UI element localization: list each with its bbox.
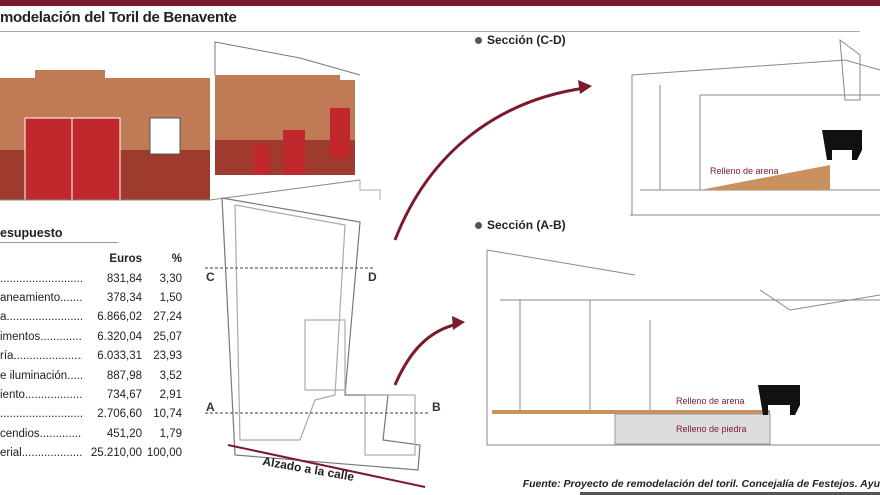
floor-plan: [205, 197, 430, 488]
row-concept: ........................................…: [0, 272, 82, 285]
budget-row: erial...................................…: [0, 444, 182, 463]
budget-title: esupuesto: [0, 226, 118, 243]
row-pct: 2,91: [159, 389, 182, 402]
budget-row: ría.....................................…: [0, 347, 182, 366]
row-pct: 3,52: [159, 369, 182, 382]
row-euros: 378,34: [106, 292, 142, 305]
row-concept: ........................................…: [0, 408, 82, 421]
row-concept: a.......................................…: [0, 311, 82, 324]
row-euros: 887,98: [106, 369, 142, 382]
bullet-icon: [475, 222, 482, 229]
budget-row: iento...................................…: [0, 385, 182, 404]
row-concept: imentos.................................…: [0, 330, 82, 343]
section-cd-label: Sección (C-D): [475, 33, 566, 47]
row-concept: e iluminación...........................…: [0, 369, 82, 382]
budget-header: Euros %: [0, 253, 182, 269]
row-euros: 2.706,60: [97, 408, 142, 421]
section-cd: [630, 38, 880, 216]
top-bar: [0, 0, 880, 6]
row-pct: 1,79: [159, 427, 182, 440]
row-euros: 25.210,00: [90, 447, 142, 460]
budget-row: aneamiento..............................…: [0, 288, 182, 307]
row-concept: aneamiento..............................…: [0, 292, 82, 305]
row-euros: 6.033,31: [97, 350, 142, 363]
section-ab: [486, 249, 880, 446]
row-euros: 6.320,04: [97, 330, 142, 343]
budget-row: imentos.................................…: [0, 327, 182, 346]
budget-row: e iluminación...........................…: [0, 366, 182, 385]
ab-sand-fill-label: Relleno de arena: [676, 396, 745, 406]
row-pct: 10,74: [153, 408, 182, 421]
row-euros: 734,67: [106, 389, 142, 402]
row-concept: cendios.................................…: [0, 427, 82, 440]
plan-label-b: B: [432, 400, 441, 414]
plan-label-d: D: [368, 270, 377, 284]
budget-row: cendios.................................…: [0, 424, 182, 443]
facade-elevation: [0, 41, 381, 201]
row-pct: 27,24: [153, 311, 182, 324]
section-cd-text: Sección (C-D): [487, 33, 566, 47]
bottom-rule: [580, 492, 880, 495]
budget-row: ........................................…: [0, 405, 182, 424]
budget-row: ........................................…: [0, 269, 182, 288]
budget-table: esupuesto Euros % ......................…: [0, 226, 182, 463]
row-euros: 451,20: [106, 427, 142, 440]
row-pct: 1,50: [159, 292, 182, 305]
plan-label-c: C: [206, 270, 215, 284]
row-pct: 100,00: [146, 447, 182, 460]
budget-row: a.......................................…: [0, 308, 182, 327]
row-euros: 6.866,02: [97, 311, 142, 324]
row-pct: 25,07: [153, 330, 182, 343]
col-euros: Euros: [109, 253, 142, 265]
title-divider: [0, 31, 860, 32]
row-pct: 3,30: [159, 272, 182, 285]
row-euros: 831,84: [106, 272, 142, 285]
cd-sand-fill-label: Relleno de arena: [710, 166, 779, 176]
col-pct: %: [171, 253, 182, 265]
row-concept: iento...................................…: [0, 389, 82, 402]
row-concept: erial...................................…: [0, 447, 82, 460]
bullet-icon: [475, 37, 482, 44]
section-ab-text: Sección (A-B): [487, 218, 566, 232]
source-note: Fuente: Proyecto de remodelación del tor…: [522, 478, 880, 490]
row-concept: ría.....................................…: [0, 350, 82, 363]
row-pct: 23,93: [153, 350, 182, 363]
section-ab-label: Sección (A-B): [475, 218, 566, 232]
plan-label-a: A: [206, 400, 215, 414]
page-title: modelación del Toril de Benavente: [0, 9, 237, 26]
ab-stone-fill-label: Relleno de piedra: [676, 424, 747, 434]
